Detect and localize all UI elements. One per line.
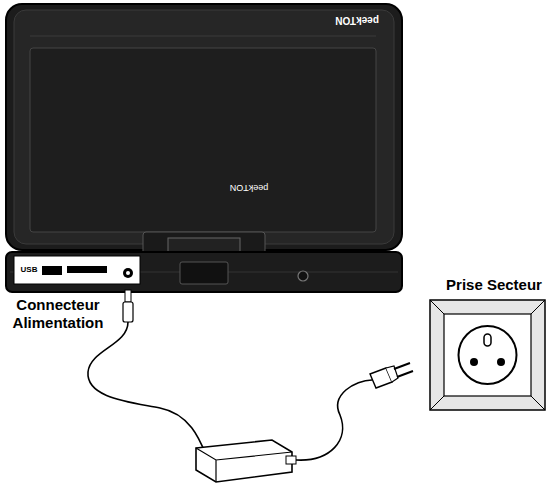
- dc-plug: [125, 290, 131, 302]
- socket-face: [459, 326, 517, 384]
- indicator: [298, 271, 308, 281]
- port-label: USB: [18, 265, 40, 275]
- wall-socket: [430, 300, 545, 410]
- callout-label: Connecteur Alimentation: [2, 296, 114, 332]
- dc-jack: [123, 268, 133, 278]
- player-lid: [6, 4, 402, 250]
- usb-port: [42, 266, 62, 275]
- latch: [180, 262, 228, 284]
- brand-logo: peekTON: [322, 14, 392, 26]
- callout-label: Prise Secteur: [430, 276, 558, 294]
- mains-cable: [296, 380, 372, 460]
- lid-bezel: [14, 10, 394, 244]
- lid-panel: [30, 48, 376, 232]
- power-adapter: [196, 440, 292, 482]
- card-slot: [67, 266, 107, 273]
- player-base: [6, 252, 402, 292]
- dc-cable: [88, 322, 206, 455]
- brand-logo: peekTON: [204, 182, 294, 193]
- port-panel: [14, 256, 140, 284]
